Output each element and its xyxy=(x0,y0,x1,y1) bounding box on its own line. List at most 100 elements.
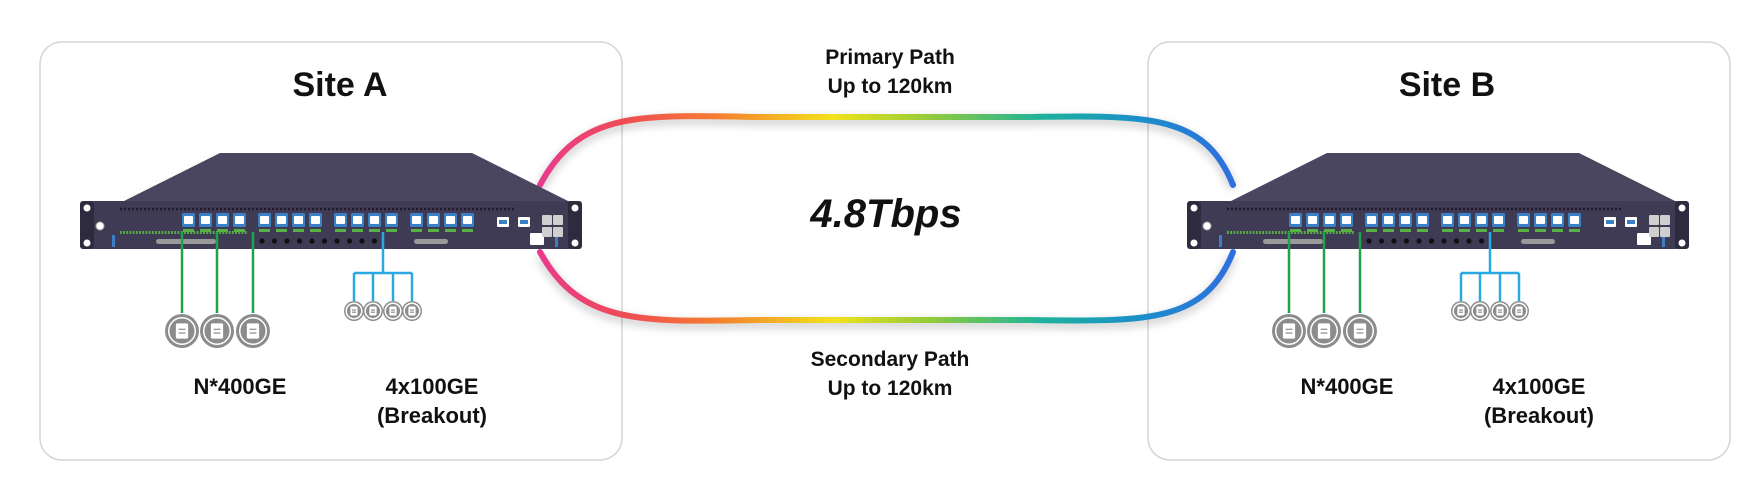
port-led xyxy=(1262,231,1264,234)
port-led xyxy=(235,231,237,234)
site-a-400ge-label: N*400GE xyxy=(194,374,287,399)
port-led xyxy=(225,231,228,234)
site-a-equipment xyxy=(80,153,582,348)
port-status-led xyxy=(1417,229,1428,232)
port-led xyxy=(222,231,225,234)
port-led xyxy=(244,231,247,234)
port-socket xyxy=(1494,216,1503,224)
port-socket xyxy=(1477,216,1486,224)
site-b-400ge-label: N*400GE xyxy=(1301,374,1394,399)
primary-path-distance: Up to 120km xyxy=(828,75,953,98)
mount-ear-right xyxy=(1675,201,1689,249)
server-endpoint-icon xyxy=(1509,301,1529,321)
port-socket xyxy=(218,216,227,224)
port-socket xyxy=(1536,216,1545,224)
port-led xyxy=(1313,231,1316,234)
ellipsis-dot xyxy=(1441,238,1447,244)
port-led xyxy=(1326,231,1328,234)
secondary-path-link xyxy=(535,249,1238,330)
port-socket xyxy=(235,216,244,224)
port-led xyxy=(161,231,164,234)
server-endpoint-icon xyxy=(1272,314,1306,348)
port-status-led xyxy=(217,229,228,232)
port-led xyxy=(1307,231,1309,234)
port-status-led xyxy=(1493,229,1504,232)
port-led xyxy=(1246,231,1248,234)
port-socket xyxy=(184,216,193,224)
port-led xyxy=(187,231,189,234)
port-led xyxy=(203,231,205,234)
mount-ear-left xyxy=(80,201,94,249)
ellipsis-dot xyxy=(1478,238,1485,244)
status-led xyxy=(112,235,115,247)
port-led xyxy=(196,231,199,234)
label-strip xyxy=(414,239,448,244)
port-led xyxy=(1332,231,1335,234)
port-led xyxy=(129,231,132,234)
port-socket xyxy=(1519,216,1528,224)
rj45-port xyxy=(542,227,552,237)
ellipsis-dot xyxy=(1416,238,1422,244)
port-socket xyxy=(294,216,303,224)
site-a-breakout-label: 4x100GE xyxy=(386,374,479,399)
site-a-panel xyxy=(39,41,623,461)
mount-hole xyxy=(83,204,91,212)
ellipsis-dot xyxy=(371,238,378,244)
port-led xyxy=(1297,231,1300,234)
port-led xyxy=(145,231,148,234)
port-status-led xyxy=(1569,229,1580,232)
port-status-led xyxy=(352,229,363,232)
port-status-led xyxy=(1442,229,1453,232)
port-status-led xyxy=(259,229,270,232)
port-led xyxy=(1284,231,1287,234)
ellipsis-dot xyxy=(271,238,278,244)
port-led xyxy=(1335,231,1338,234)
port-led xyxy=(1303,231,1306,234)
ellipsis-dot xyxy=(284,238,290,244)
site-b-breakout-sublabel: (Breakout) xyxy=(1484,403,1594,428)
port-led xyxy=(1316,231,1319,234)
server-endpoint-icon xyxy=(1470,301,1490,321)
port-socket xyxy=(1325,216,1334,224)
mount-hole xyxy=(1190,239,1198,247)
server-endpoint-icon xyxy=(402,301,422,321)
server-endpoint-icon xyxy=(236,314,270,348)
port-led xyxy=(1230,231,1232,234)
mount-hole xyxy=(1190,204,1198,212)
secondary-path-distance: Up to 120km xyxy=(828,377,953,400)
port-led xyxy=(123,231,125,234)
ellipsis-dot xyxy=(1428,238,1435,244)
port-led xyxy=(1239,231,1242,234)
port-status-led xyxy=(276,229,287,232)
ellipsis-dot xyxy=(1391,238,1397,244)
port-led xyxy=(1265,231,1268,234)
ellipsis-dot xyxy=(346,238,353,244)
site-a-title: Site A xyxy=(292,66,387,104)
port-socket xyxy=(1291,216,1300,224)
port-socket xyxy=(1553,216,1562,224)
port-status-led xyxy=(462,229,473,232)
port-led xyxy=(120,231,122,234)
port-led xyxy=(232,231,234,234)
port-led xyxy=(1259,231,1261,234)
port-led xyxy=(177,231,180,234)
port-led xyxy=(1300,231,1303,234)
mount-hole xyxy=(571,204,579,212)
port-led xyxy=(228,231,231,234)
status-led xyxy=(1662,237,1665,247)
port-led xyxy=(171,231,173,234)
port-status-led xyxy=(234,229,245,232)
port-socket xyxy=(446,216,455,224)
port-status-led xyxy=(411,229,422,232)
port-status-led xyxy=(1324,229,1335,232)
ellipsis-dot xyxy=(296,238,303,244)
port-status-led xyxy=(1518,229,1529,232)
ellipsis-dot xyxy=(1378,238,1385,244)
port-led xyxy=(1294,231,1296,234)
port-status-led xyxy=(386,229,397,232)
port-led xyxy=(1233,231,1236,234)
port-socket xyxy=(387,216,396,224)
network-switch-icon xyxy=(80,153,582,249)
mount-hole xyxy=(1678,239,1686,247)
ellipsis-dot xyxy=(1403,238,1410,244)
